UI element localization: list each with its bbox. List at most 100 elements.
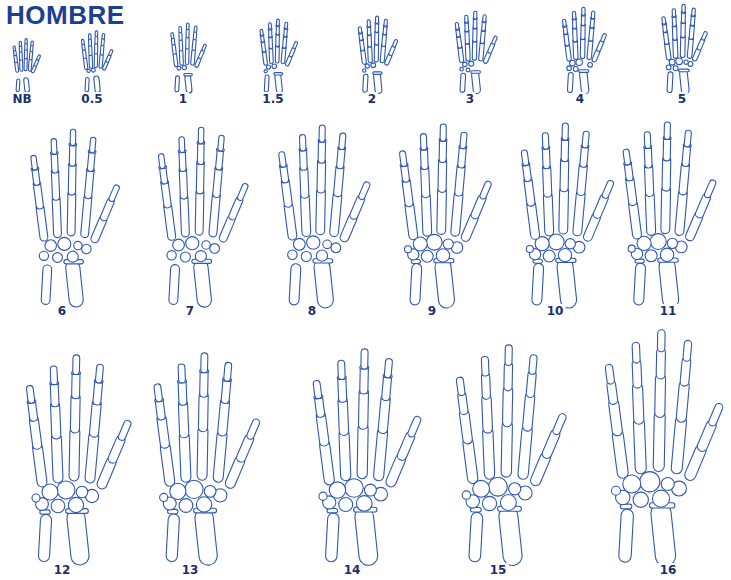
bone-outline (713, 407, 719, 422)
carpal-bone (588, 62, 593, 67)
bone-fill (359, 394, 368, 425)
bone-fill (203, 46, 205, 50)
bone-outline (630, 180, 633, 201)
bone-outline (650, 196, 651, 231)
bone-outline (178, 153, 186, 168)
bone-fill (204, 518, 208, 556)
bone-outline (69, 432, 81, 476)
bone-outline (708, 183, 713, 194)
bone-outline (194, 27, 198, 31)
hand-skeleton (456, 13, 495, 90)
bone-fill (162, 420, 165, 444)
bone-fill (316, 192, 324, 230)
bone-fill (528, 181, 531, 202)
bone-outline (653, 417, 666, 466)
bone-fill (71, 132, 76, 143)
bone-fill (184, 199, 185, 233)
bone-fill (506, 348, 512, 362)
bone-outline (603, 35, 605, 40)
bone-outline (291, 49, 294, 55)
bone-outline (391, 47, 394, 53)
bone-outline (260, 36, 265, 40)
bone-outline (198, 130, 205, 141)
bone-fill (475, 199, 482, 215)
bone-outline (81, 45, 85, 49)
bone-outline (70, 132, 77, 143)
bone-fill (483, 184, 488, 195)
bone-fill (68, 195, 75, 232)
bone-fill (665, 33, 666, 42)
carpal-bone (436, 249, 449, 262)
bone-fill (638, 388, 639, 419)
carpal-bone (87, 69, 90, 72)
bone-fill (319, 399, 321, 413)
bone-fill (377, 76, 379, 90)
bone-fill (52, 155, 58, 170)
bone-fill (96, 32, 97, 36)
bone-outline (654, 379, 666, 413)
bone-outline (268, 24, 272, 28)
bone-fill (300, 170, 308, 194)
bone-outline (482, 16, 487, 20)
carpal-bone (167, 251, 176, 260)
bone-outline (628, 165, 630, 177)
bone-outline (581, 16, 586, 24)
bone-outline (85, 198, 88, 234)
bone-outline (283, 30, 288, 36)
bone-outline (216, 170, 218, 194)
bone-fill (187, 24, 189, 28)
bone-fill (581, 26, 584, 37)
age-label: 0.5 (79, 92, 104, 106)
bone-outline (530, 375, 532, 394)
bone-outline (581, 167, 583, 192)
bone-outline (46, 269, 48, 300)
carpal-bone (567, 66, 572, 71)
bone-outline (473, 20, 478, 27)
bone-fill (375, 33, 378, 43)
bone-fill (196, 193, 204, 231)
bone-fill (193, 40, 196, 49)
bone-fill (82, 41, 84, 44)
bone-fill (609, 368, 611, 380)
bone-fill (482, 23, 485, 29)
bone-outline (185, 49, 190, 62)
carpal-bone (628, 245, 635, 252)
bone-outline (76, 518, 80, 556)
carpal-bone (405, 246, 412, 253)
bone-outline (504, 348, 512, 362)
bone-fill (628, 165, 630, 177)
carpal-bone (339, 497, 353, 511)
bone-fill (577, 195, 580, 232)
bone-fill (90, 56, 93, 67)
bone-outline (472, 42, 478, 58)
bone-fill (52, 173, 59, 197)
bone-outline (681, 14, 686, 22)
bone-fill (650, 196, 651, 231)
bone-fill (218, 435, 222, 477)
bone-fill (186, 38, 188, 47)
bone-outline (35, 170, 37, 182)
bone-fill (338, 364, 344, 376)
bone-fill (269, 24, 271, 28)
hand-skeleton (523, 126, 610, 300)
bone-fill (690, 26, 694, 37)
carpal-bone (345, 479, 364, 498)
age-label: 6 (56, 304, 68, 318)
bone-fill (276, 47, 279, 61)
bone-outline (113, 440, 121, 458)
bone-outline (51, 141, 58, 151)
hand-skeleton (83, 32, 112, 90)
bone-outline (344, 434, 346, 475)
bone-outline (412, 420, 418, 433)
bone-fill (581, 40, 585, 57)
bone-fill (568, 75, 573, 90)
bone-outline (168, 207, 172, 236)
bone-fill (441, 127, 446, 138)
bone-outline (218, 435, 222, 477)
bone-fill (473, 29, 476, 40)
bone-fill (26, 40, 27, 43)
bone-fill (383, 400, 386, 429)
bone-fill (663, 161, 671, 188)
bone-fill (603, 35, 605, 40)
